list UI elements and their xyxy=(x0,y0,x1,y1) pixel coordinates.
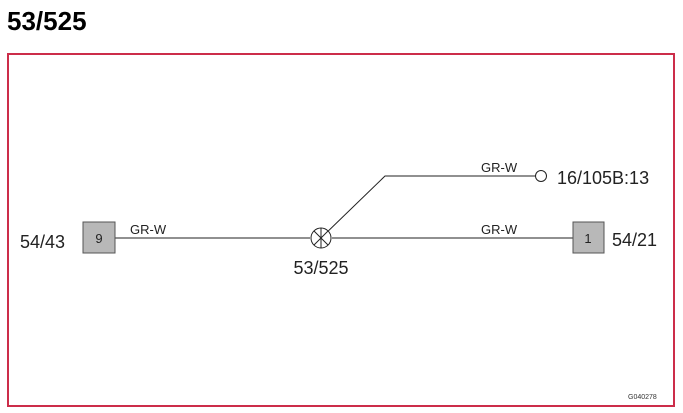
left-pin-number: 9 xyxy=(95,231,102,246)
left-wire-color-label: GR-W xyxy=(130,222,167,237)
right-wire-color-label: GR-W xyxy=(481,222,518,237)
right-pin-box[interactable] xyxy=(572,221,605,254)
right-pin-number: 1 xyxy=(584,231,591,246)
image-code: G040278 xyxy=(628,394,657,401)
splice-icon xyxy=(310,227,332,249)
branch-terminal-label: 16/105B:13 xyxy=(557,168,649,188)
splice-label: 53/525 xyxy=(293,258,348,278)
branch-terminal-icon xyxy=(535,170,547,182)
right-connector-label: 54/21 xyxy=(612,230,657,250)
branch-wire-color-label: GR-W xyxy=(481,160,518,175)
left-connector-label: 54/43 xyxy=(20,232,65,252)
branch-wire xyxy=(320,175,535,239)
diagram-frame xyxy=(7,53,675,407)
page-title: 53/525 xyxy=(7,6,87,36)
left-pin-box[interactable] xyxy=(82,221,116,254)
